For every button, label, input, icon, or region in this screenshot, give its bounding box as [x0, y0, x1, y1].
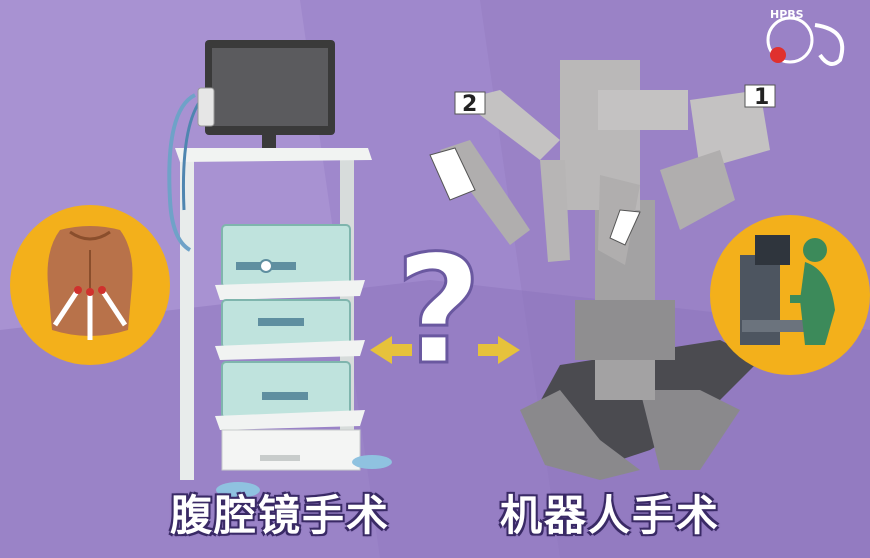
surgical-robot: 2 1: [429, 60, 776, 480]
arm-number-1: 1: [754, 85, 769, 110]
laparoscopy-tower: [167, 40, 392, 498]
hospital-logo-icon: HPBS: [766, 8, 845, 66]
laparoscopic-surgery-caption: 腹腔镜手术: [169, 491, 390, 540]
surgeon-console-badge: [710, 215, 870, 375]
robotic-surgery-caption: 机器人手术: [499, 491, 720, 540]
question-mark: ?: [395, 224, 482, 398]
logo-text: HPBS: [770, 8, 804, 21]
arm-number-2: 2: [462, 92, 477, 117]
patient-torso-badge: [10, 205, 170, 365]
comparison-arrows: [370, 336, 520, 364]
